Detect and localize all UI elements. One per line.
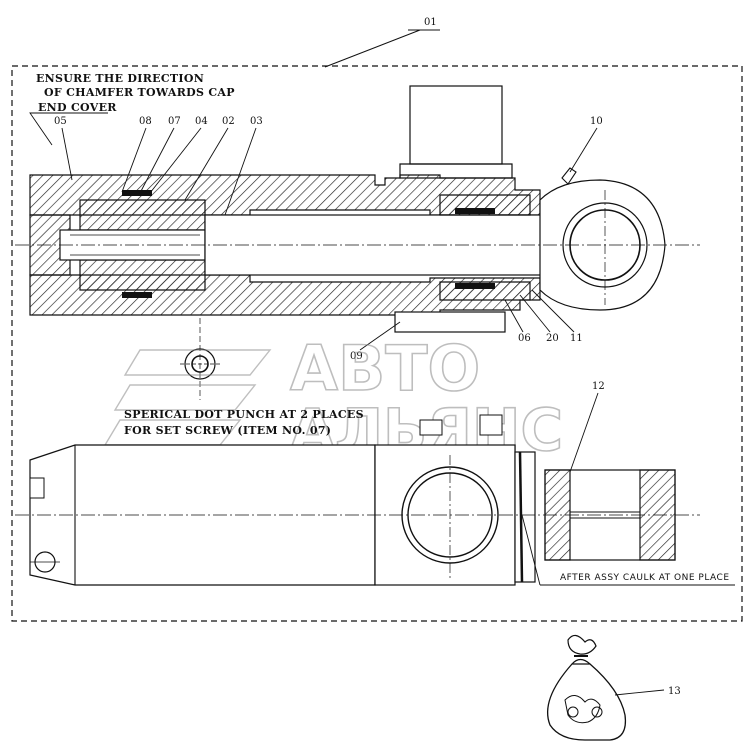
- svg-text:02: 02: [222, 116, 235, 127]
- svg-text:09: 09: [350, 351, 363, 362]
- svg-text:20: 20: [546, 333, 559, 344]
- svg-text:06: 06: [518, 333, 531, 344]
- svg-text:07: 07: [168, 116, 181, 127]
- svg-text:10: 10: [590, 116, 603, 127]
- svg-text:08: 08: [139, 116, 152, 127]
- cylinder-exterior-view: [15, 414, 700, 586]
- cylinder-section-view: [15, 85, 700, 333]
- svg-text:03: 03: [250, 116, 263, 127]
- svg-text:OF CHAMFER TOWARDS CAP: OF CHAMFER TOWARDS CAP: [44, 86, 235, 99]
- svg-text:04: 04: [195, 116, 208, 127]
- svg-text:AFTER ASSY CAULK AT ONE PLACE: AFTER ASSY CAULK AT ONE PLACE: [560, 573, 730, 583]
- svg-text:END COVER: END COVER: [38, 101, 117, 114]
- svg-text:13: 13: [668, 686, 681, 697]
- assembly-boundary: [11, 65, 743, 622]
- caulk-note: AFTER ASSY CAULK AT ONE PLACE: [521, 514, 735, 586]
- svg-text:ENSURE THE DIRECTION: ENSURE THE DIRECTION: [36, 72, 204, 85]
- svg-text:01: 01: [424, 17, 437, 28]
- lower-callouts: 09 06 20 11: [350, 289, 583, 362]
- svg-text:SPERICAL DOT PUNCH AT 2 PLACES: SPERICAL DOT PUNCH AT 2 PLACES: [124, 408, 364, 421]
- punch-note: SPERICAL DOT PUNCH AT 2 PLACES FOR SET S…: [124, 408, 364, 437]
- callout-10: 10: [569, 116, 603, 173]
- svg-text:05: 05: [54, 116, 67, 127]
- watermark: АВТО АЛЬЯНС: [103, 331, 564, 465]
- punch-detail: [180, 318, 220, 400]
- svg-text:АВТО: АВТО: [290, 332, 480, 405]
- callout-01: 01: [324, 17, 440, 68]
- callout-12: 12: [569, 381, 605, 473]
- chamfer-note: ENSURE THE DIRECTION OF CHAMFER TOWARDS …: [29, 72, 235, 146]
- svg-text:FOR SET SCREW (ITEM NO. 07): FOR SET SCREW (ITEM NO. 07): [124, 424, 331, 437]
- svg-text:11: 11: [570, 333, 583, 344]
- parts-bag-icon: [546, 634, 627, 741]
- svg-text:12: 12: [592, 381, 605, 392]
- callout-13: 13: [614, 686, 681, 697]
